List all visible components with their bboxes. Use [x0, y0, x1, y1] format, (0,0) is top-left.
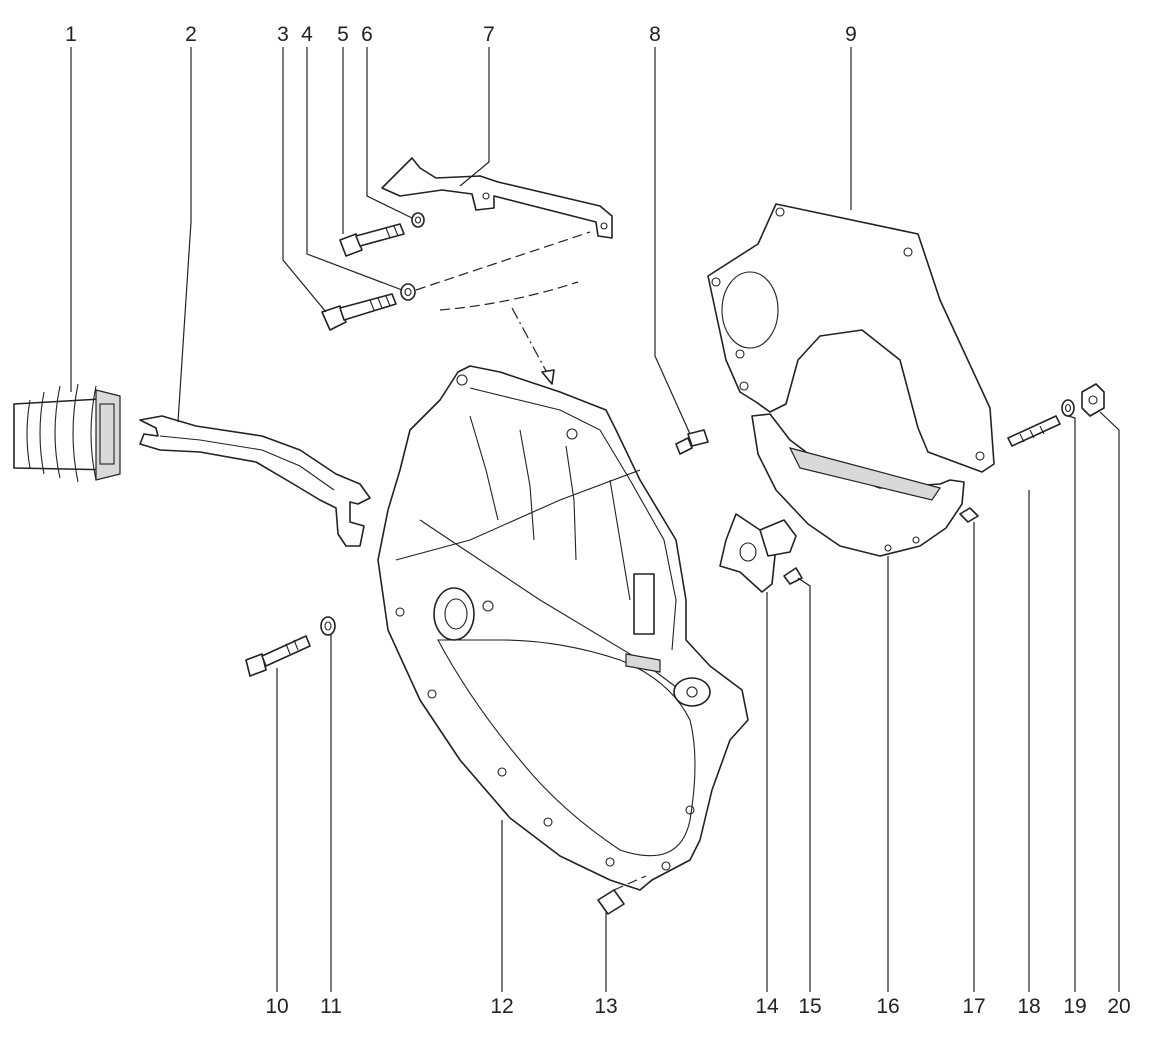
part-19-washer — [1061, 399, 1075, 417]
label-part-4: 4 — [301, 23, 313, 46]
label-part-19: 19 — [1063, 995, 1087, 1018]
label-part-2: 2 — [185, 23, 197, 46]
part-13-dowel — [597, 875, 647, 915]
part-18-stud — [1007, 415, 1061, 447]
part-15-screw — [783, 567, 803, 585]
part-6-washer — [411, 212, 425, 228]
label-part-13: 13 — [594, 995, 618, 1018]
label-part-8: 8 — [649, 23, 661, 46]
label-part-7: 7 — [483, 23, 495, 46]
label-part-1: 1 — [65, 23, 77, 46]
part-3-bolt — [321, 293, 397, 331]
part-5-bolt — [339, 223, 405, 257]
label-part-16: 16 — [876, 995, 900, 1018]
label-part-20: 20 — [1107, 995, 1131, 1018]
part-12-clutch-housing — [377, 365, 749, 891]
label-part-11: 11 — [320, 995, 342, 1018]
part-8-bolt — [675, 429, 709, 455]
part-4-washer — [400, 283, 416, 301]
label-part-6: 6 — [361, 23, 373, 46]
label-part-15: 15 — [798, 995, 822, 1018]
label-part-17: 17 — [962, 995, 986, 1018]
label-part-14: 14 — [755, 995, 779, 1018]
part-10-bolt — [245, 635, 311, 677]
part-14-sensor-bracket — [719, 513, 797, 593]
part-17-screw — [959, 507, 979, 523]
part-11-washer — [320, 616, 336, 636]
part-2-release-fork — [139, 415, 371, 547]
label-part-9: 9 — [845, 23, 857, 46]
label-part-10: 10 — [265, 995, 289, 1018]
label-part-3: 3 — [277, 23, 289, 46]
leader-lines — [70, 47, 1120, 992]
part-16-lower-cover — [751, 413, 965, 557]
part-20-nut — [1081, 383, 1105, 417]
part-9-cover-plate — [707, 203, 995, 473]
part-1-rubber-boot — [13, 383, 121, 483]
label-part-18: 18 — [1017, 995, 1041, 1018]
label-part-12: 12 — [490, 995, 514, 1018]
part-7-bracket — [381, 157, 613, 239]
label-part-5: 5 — [337, 23, 349, 46]
